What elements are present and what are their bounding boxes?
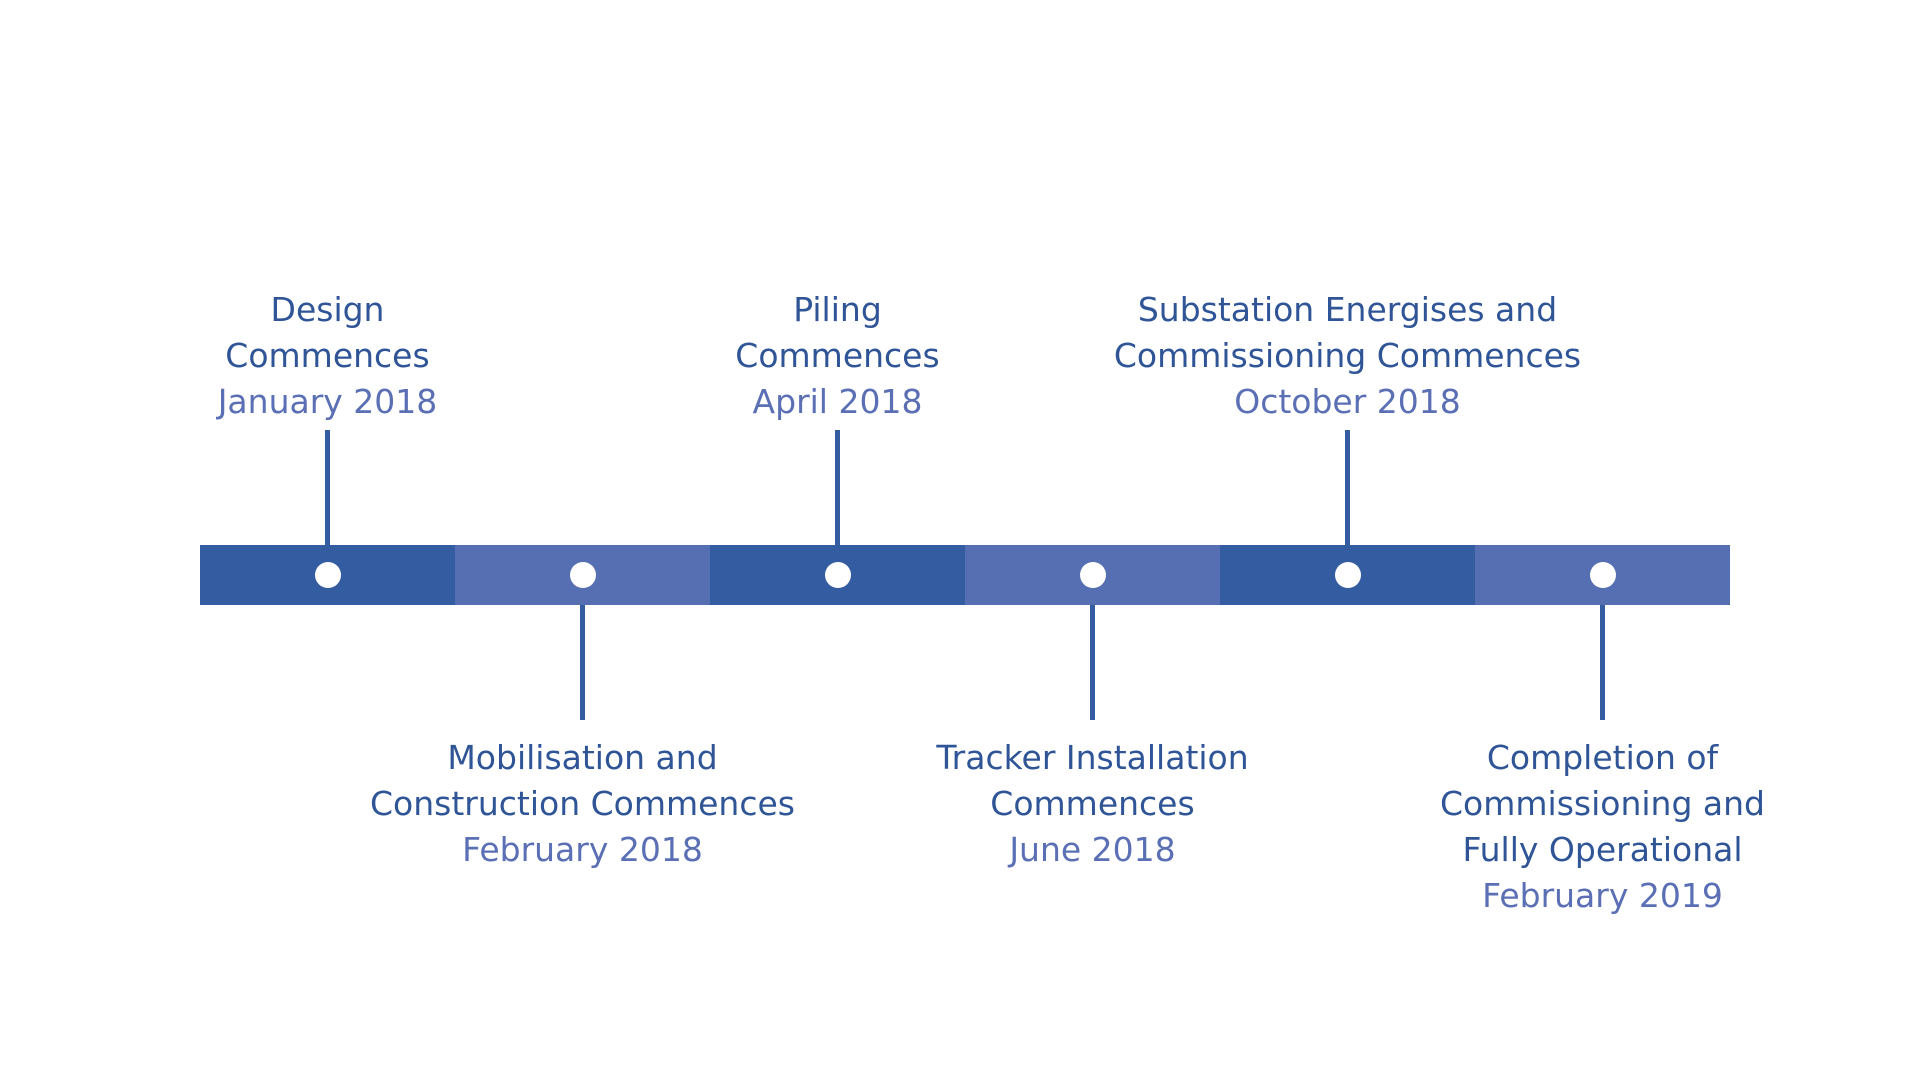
milestone-title: Commences [225,336,430,375]
milestone-dot [824,562,851,588]
milestone-title: Tracker Installation [936,738,1249,777]
milestone-dot [314,562,341,588]
milestone-title: Fully Operational [1462,830,1743,869]
milestone-title: Completion of [1486,738,1719,777]
milestone-connector [325,430,330,545]
milestone-connector [1600,605,1605,720]
milestone-title: Commissioning Commences [1113,336,1582,375]
milestone-title: Commences [735,336,940,375]
milestone-dot [1079,562,1106,588]
milestone-title: Design [270,290,385,329]
milestone-dot [1589,562,1616,588]
milestone-connector [1345,430,1350,545]
milestone-dot [1334,562,1361,588]
milestone-title: Commissioning and [1440,784,1765,823]
milestone-date: October 2018 [1234,382,1461,421]
milestone-connector [1090,605,1095,720]
milestone-connector [580,605,585,720]
milestone-dot [569,562,596,588]
milestone-title: Piling [793,290,882,329]
milestone-title: Construction Commences [370,784,795,823]
milestone-connector [835,430,840,545]
milestone-date: April 2018 [752,382,923,421]
milestone-title: Commences [990,784,1195,823]
milestone-date: February 2018 [462,830,703,869]
milestone-title: Substation Energises and [1137,290,1558,329]
milestone-title: Mobilisation and [447,738,718,777]
timeline-bar [200,545,1730,605]
milestone-date: January 2018 [217,382,438,421]
milestone-date: February 2019 [1482,876,1723,915]
milestone-date: June 2018 [1009,830,1176,869]
